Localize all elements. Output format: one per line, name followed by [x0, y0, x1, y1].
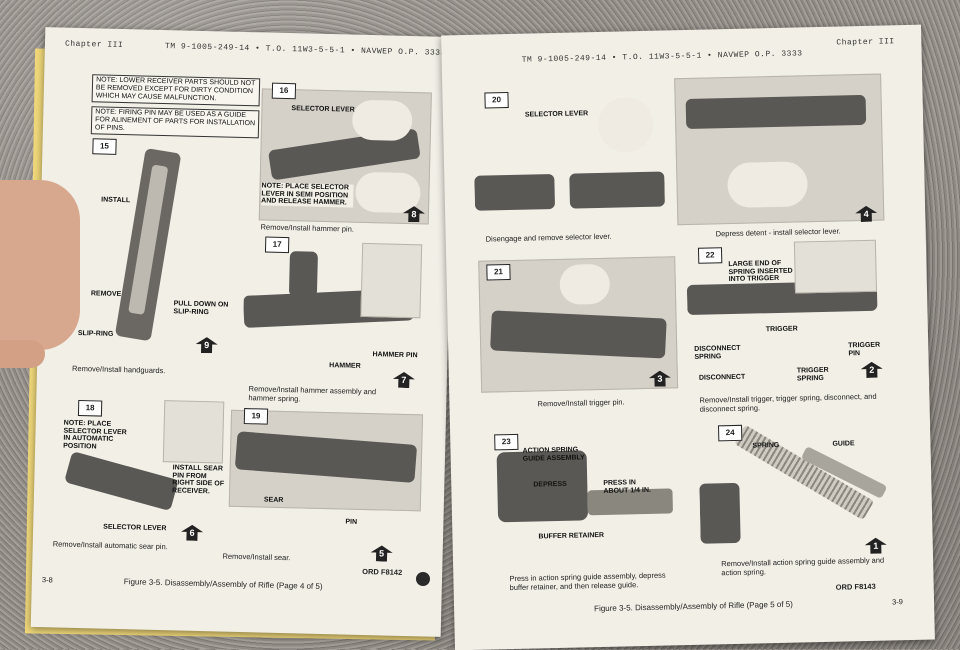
step-number-19: 19 — [243, 408, 269, 425]
right-chapter: Chapter III — [836, 37, 895, 48]
label-install: INSTALL — [101, 196, 131, 205]
caption-action-spring: Remove/Install action spring guide assem… — [721, 555, 885, 578]
label-large-end: LARGE END OF SPRING INSERTED INTO TRIGGE… — [728, 259, 793, 284]
page-number-right: 3-9 — [891, 597, 903, 607]
step-number-23: 23 — [494, 433, 519, 451]
label-remove: REMOVE — [90, 290, 122, 299]
inset-trigger-spring — [793, 239, 878, 294]
caption-trigger-spring: Remove/Install trigger, trigger spring, … — [699, 391, 877, 414]
label-hammer-pin: HAMMER PIN — [372, 351, 418, 360]
right-header: TM 9-1005-249-14 • T.O. 11W3-5-5-1 • NAV… — [521, 49, 803, 65]
caption-depress-detent: Depress detent - install selector lever. — [715, 226, 841, 239]
label-disconnect-spring: DISCONNECT SPRING — [694, 344, 741, 361]
caption-hammer-pin: Remove/Install hammer pin. — [260, 222, 355, 234]
label-selector-lever-right: SELECTOR LEVER — [524, 110, 589, 119]
step-number-16: 16 — [271, 82, 297, 100]
label-slip-ring: SLIP-RING — [77, 329, 114, 338]
caption-selector-lever: Disengage and remove selector lever. — [485, 231, 612, 244]
label-action-spring-guide: ACTION SPRING GUIDE ASSEMBLY — [522, 446, 585, 463]
label-guide: GUIDE — [832, 440, 855, 448]
ord-number-left: ORD F8142 — [362, 566, 403, 577]
note-lower-receiver: NOTE: LOWER RECEIVER PARTS SHOULD NOT BE… — [91, 74, 261, 107]
label-disconnect: DISCONNECT — [698, 373, 746, 382]
label-buffer-retainer: BUFFER RETAINER — [538, 531, 605, 541]
figure-caption-left: Figure 3-5. Disassembly/Assembly of Rifl… — [123, 577, 323, 592]
caption-automatic-sear: Remove/Install automatic sear pin. — [52, 539, 168, 552]
label-trigger: TRIGGER — [765, 325, 798, 334]
panel-sear — [228, 409, 424, 512]
step-number-21: 21 — [486, 264, 511, 281]
label-press-in: PRESS IN ABOUT 1/4 IN. — [603, 479, 651, 495]
caption-handguards: Remove/Install handguards. — [71, 363, 166, 376]
hand — [0, 180, 80, 350]
inset-hammer-spring — [360, 242, 423, 319]
label-pin: PIN — [345, 518, 358, 526]
step-number-20: 20 — [484, 92, 509, 109]
caption-hammer-assembly: Remove/Install hammer assembly and hamme… — [248, 384, 377, 404]
label-selector-lever-2: SELECTOR LEVER — [103, 523, 167, 533]
step-number-24: 24 — [718, 424, 743, 442]
label-trigger-pin: TRIGGER PIN — [848, 341, 881, 358]
label-hammer: HAMMER — [329, 362, 361, 370]
note-automatic-position: NOTE: PLACE SELECTOR LEVER IN AUTOMATIC … — [63, 419, 127, 451]
left-header: TM 9-1005-249-14 • T.O. 11W3-5-5-1 • NAV… — [164, 42, 446, 58]
note-selector-semi: NOTE: PLACE SELECTOR LEVER IN SEMI POSIT… — [261, 182, 354, 208]
figure-caption-right: Figure 3-5. Disassembly/Assembly of Rifl… — [594, 599, 793, 614]
panel-depress-detent — [674, 73, 885, 226]
left-page: Chapter III TM 9-1005-249-14 • T.O. 11W3… — [30, 27, 456, 637]
step-number-18: 18 — [77, 399, 103, 417]
label-trigger-spring: TRIGGER SPRING — [796, 366, 829, 383]
label-pull-down: PULL DOWN ON SLIP-RING — [173, 300, 229, 316]
sequence-arrow-5: 5 — [370, 545, 392, 562]
thumb — [0, 340, 45, 368]
note-firing-pin: NOTE: FIRING PIN MAY BE USED AS A GUIDE … — [90, 106, 260, 139]
label-install-sear-pin: INSTALL SEAR PIN FROM RIGHT SIDE OF RECE… — [172, 464, 225, 496]
label-spring: SPRING — [752, 441, 780, 450]
step-number-15: 15 — [92, 138, 117, 155]
inset-sear-pin — [162, 400, 225, 464]
label-sear: SEAR — [263, 496, 284, 505]
step-number-17: 17 — [264, 236, 290, 254]
right-page: TM 9-1005-249-14 • T.O. 11W3-5-5-1 • NAV… — [441, 24, 935, 650]
label-selector-lever: SELECTOR LEVER — [291, 105, 355, 114]
caption-sear: Remove/Install sear. — [222, 551, 291, 563]
caption-trigger-pin: Remove/Install trigger pin. — [537, 397, 625, 409]
page-number-left: 3-8 — [41, 575, 53, 585]
binding-hole — [416, 572, 430, 586]
step-number-22: 22 — [697, 247, 723, 264]
caption-action-spring-guide: Press in action spring guide assembly, d… — [509, 570, 666, 593]
left-chapter: Chapter III — [64, 39, 124, 50]
ord-number-right: ORD F8143 — [835, 581, 876, 592]
label-depress: DEPRESS — [533, 480, 567, 489]
